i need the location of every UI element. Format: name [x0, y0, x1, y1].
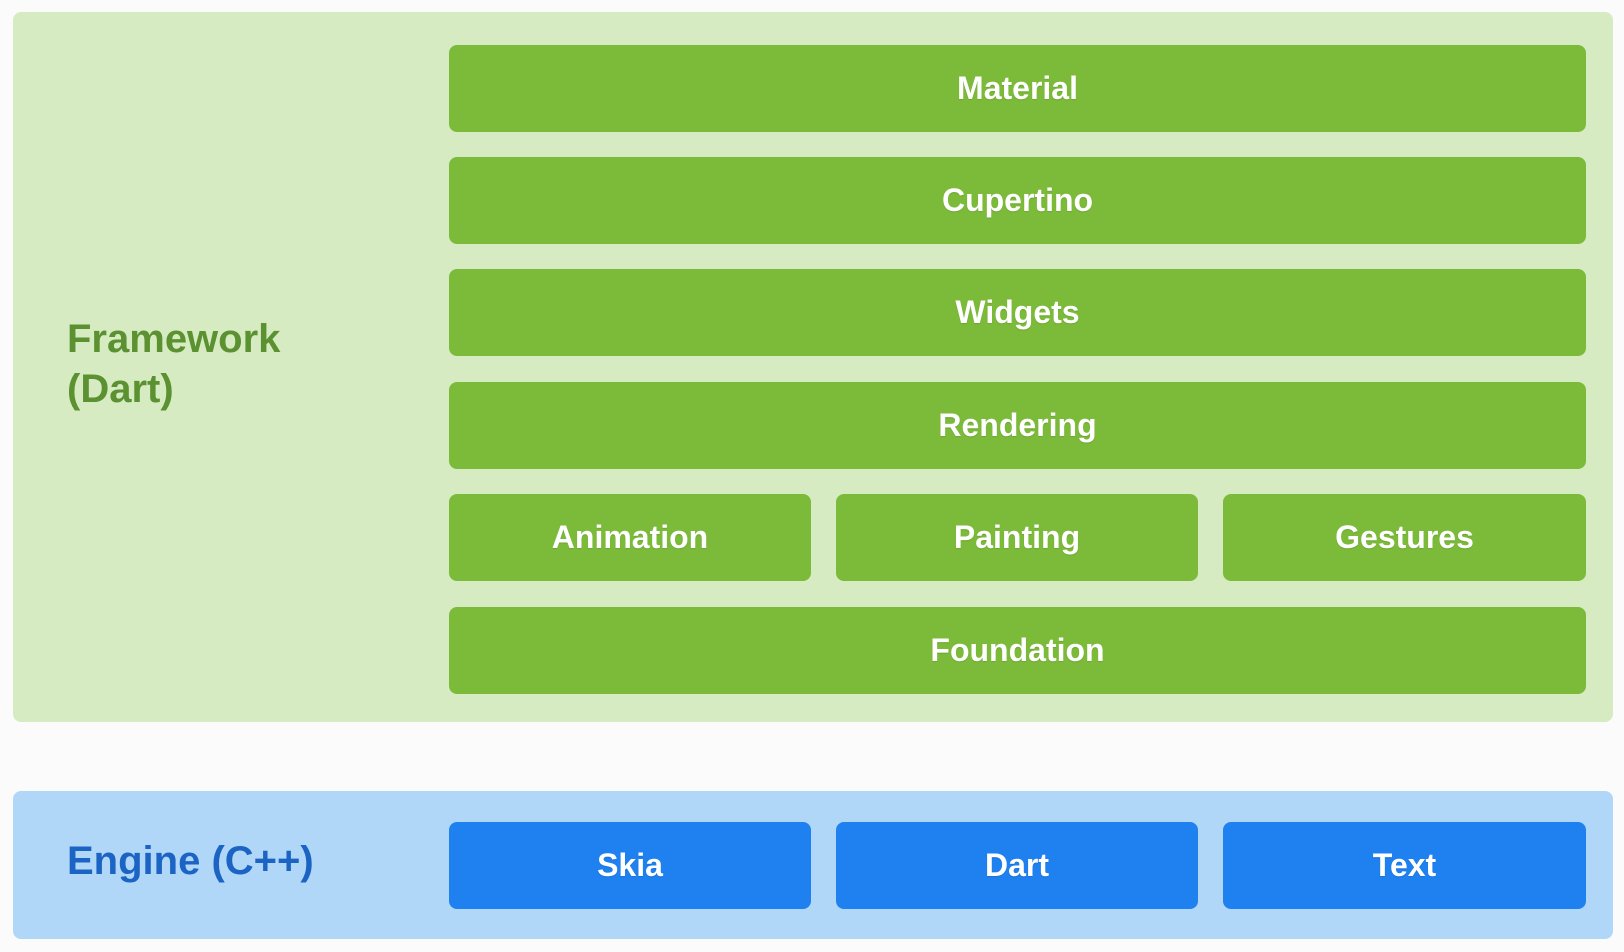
dart-layer: Dart — [836, 822, 1198, 909]
material-layer: Material — [449, 45, 1586, 132]
skia-layer-label: Skia — [597, 847, 663, 883]
engine-panel: Engine (C++) Skia Dart Text — [13, 791, 1613, 939]
gestures-layer: Gestures — [1223, 494, 1586, 581]
skia-layer: Skia — [449, 822, 811, 909]
painting-layer: Painting — [836, 494, 1198, 581]
painting-layer-label: Painting — [953, 519, 1081, 555]
text-layer-label: Text — [1372, 847, 1437, 883]
cupertino-layer: Cupertino — [449, 157, 1586, 244]
widgets-layer: Widgets — [449, 269, 1586, 356]
rendering-layer: Rendering — [449, 382, 1586, 469]
cupertino-layer-label: Cupertino — [941, 182, 1094, 218]
material-layer-label: Material — [957, 70, 1078, 106]
framework-panel: Framework (Dart) Material Cupertino Widg… — [13, 12, 1613, 722]
animation-layer-label: Animation — [551, 519, 709, 555]
animation-layer: Animation — [449, 494, 811, 581]
rendering-layer-label: Rendering — [938, 407, 1097, 443]
dart-layer-label: Dart — [984, 847, 1049, 883]
framework-label: Framework (Dart) — [67, 317, 281, 411]
gestures-layer-label: Gestures — [1335, 519, 1474, 555]
foundation-layer-label: Foundation — [930, 632, 1105, 668]
foundation-layer: Foundation — [449, 607, 1586, 694]
engine-label: Engine (C++) — [67, 839, 314, 883]
widgets-layer-label: Widgets — [955, 294, 1080, 330]
text-layer: Text — [1223, 822, 1586, 909]
